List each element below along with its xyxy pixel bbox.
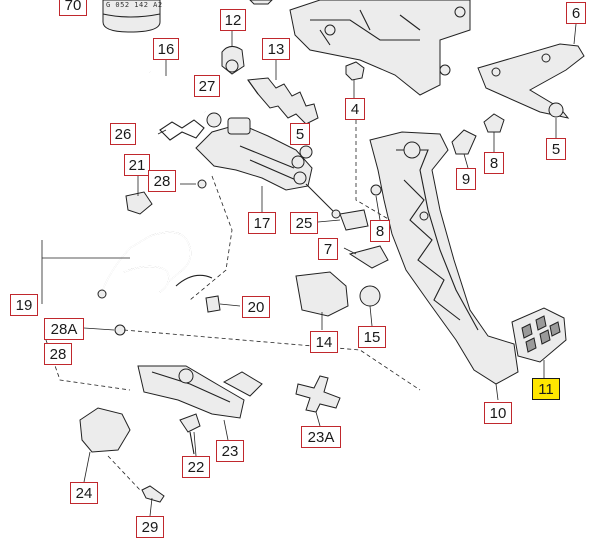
callout-28-bottom[interactable]: 28 [44, 343, 72, 365]
o-ring-28A [114, 324, 126, 336]
seal-15 [359, 285, 381, 307]
callout-25[interactable]: 25 [290, 212, 318, 234]
callout-11-highlighted[interactable]: 11 [532, 378, 560, 400]
callout-6[interactable]: 6 [566, 2, 586, 24]
o-ring-28 [197, 179, 207, 189]
callout-19[interactable]: 19 [10, 294, 38, 316]
switch-25 [339, 209, 369, 231]
bush-8-small [370, 184, 382, 196]
fitting-21 [125, 191, 153, 215]
callout-12[interactable]: 12 [220, 9, 246, 31]
callout-21[interactable]: 21 [124, 154, 150, 176]
slave-cylinder-23 [137, 365, 263, 419]
callout-26[interactable]: 26 [110, 123, 136, 145]
bracket-6 [477, 43, 585, 119]
grommet-27 [225, 59, 239, 73]
callout-7[interactable]: 7 [318, 238, 338, 260]
callout-29[interactable]: 29 [136, 516, 164, 538]
spring-clip-26 [159, 119, 205, 141]
bolt-22 [179, 413, 201, 433]
callout-17[interactable]: 17 [248, 212, 276, 234]
bellows-boot-13 [247, 77, 319, 125]
callout-23A[interactable]: 23A [301, 426, 341, 448]
callout-5-mid[interactable]: 5 [290, 123, 310, 145]
master-cylinder-17 [195, 112, 313, 191]
callout-28-top[interactable]: 28 [148, 170, 176, 192]
callout-15[interactable]: 15 [358, 326, 386, 348]
t-piece-23A [295, 375, 341, 413]
callout-70[interactable]: 70 [59, 0, 87, 16]
callout-4[interactable]: 4 [345, 98, 365, 120]
callout-8-mid[interactable]: 8 [370, 220, 390, 242]
clutch-line-19 [101, 231, 192, 293]
bush-9 [451, 129, 477, 155]
nut-4 [345, 61, 365, 81]
bolt-29 [141, 485, 165, 503]
nut-5-mid [291, 155, 305, 169]
reservoir-cap [102, 0, 161, 33]
callout-20[interactable]: 20 [242, 296, 270, 318]
callout-16[interactable]: 16 [153, 38, 179, 60]
callout-9[interactable]: 9 [456, 168, 476, 190]
callout-10[interactable]: 10 [484, 402, 512, 424]
callout-28A[interactable]: 28A [44, 318, 84, 340]
sensor-7 [348, 245, 389, 269]
bracket-24 [79, 407, 131, 453]
clip-20 [205, 295, 221, 313]
callout-14[interactable]: 14 [310, 331, 338, 353]
pedal-bracket-housing [289, 0, 471, 96]
nut-5-right [548, 102, 564, 118]
pedal-pad-11 [511, 307, 567, 363]
callout-24[interactable]: 24 [70, 482, 98, 504]
bush-8-top [483, 113, 505, 133]
callout-27[interactable]: 27 [194, 75, 220, 97]
bracket-14 [295, 271, 349, 317]
callout-5-right[interactable]: 5 [546, 138, 566, 160]
callout-8-right[interactable]: 8 [484, 152, 504, 174]
clutch-pedal-10 [369, 131, 519, 385]
callout-23[interactable]: 23 [216, 440, 244, 462]
callout-13[interactable]: 13 [262, 38, 290, 60]
part-code-label: G 052 142 A2 [106, 1, 163, 9]
callout-22[interactable]: 22 [182, 456, 210, 478]
